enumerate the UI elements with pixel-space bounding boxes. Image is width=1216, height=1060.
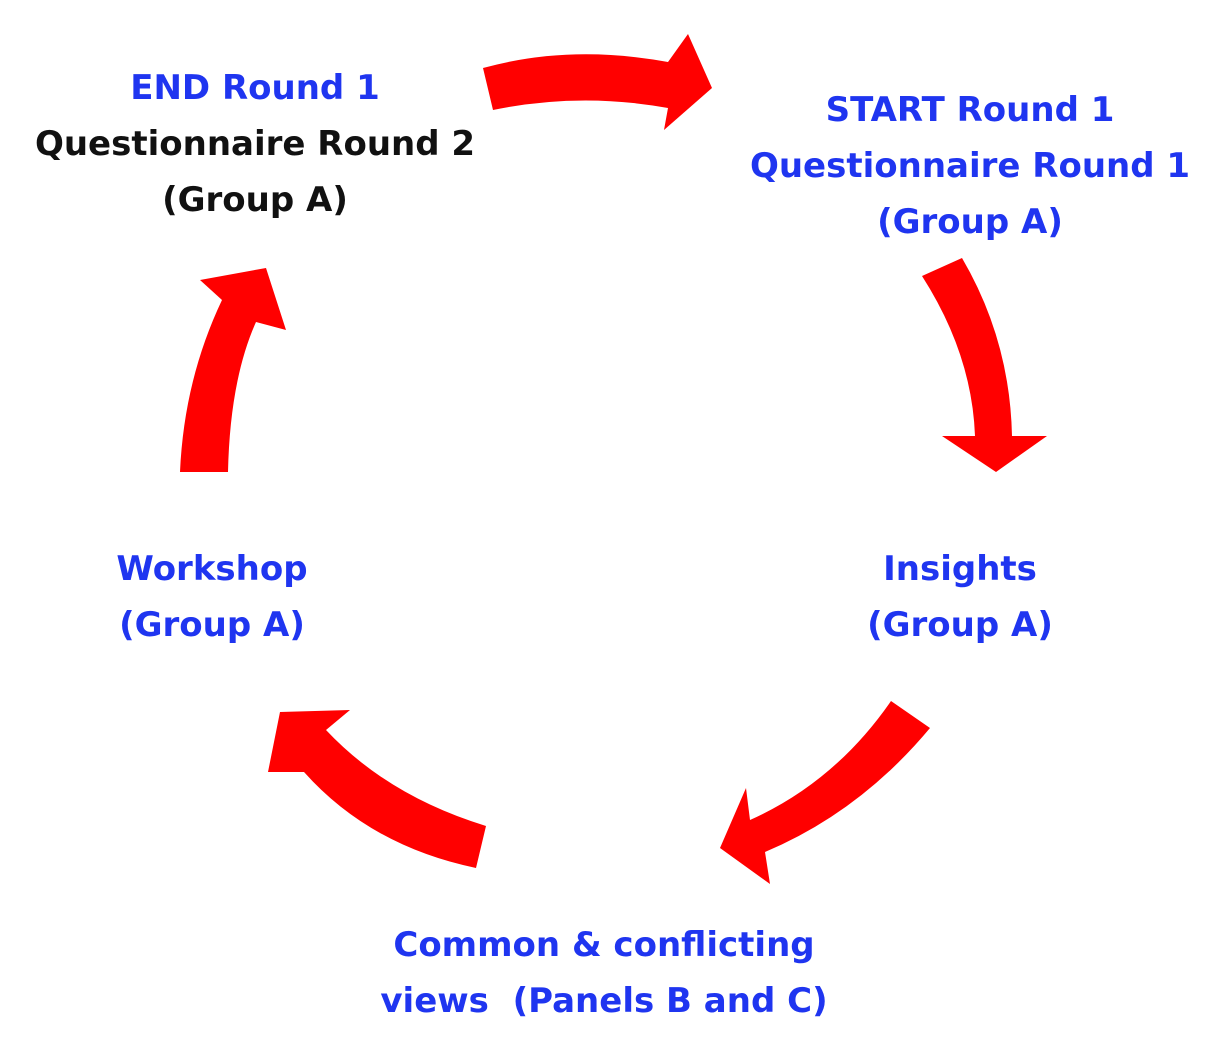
node-end-group: (Group A) (162, 180, 348, 220)
node-end-questionnaire: Questionnaire Round 2 (34, 124, 476, 164)
node-end-title: END Round 1 (130, 68, 380, 108)
node-start-title: START Round 1 (825, 90, 1115, 130)
node-workshop-group: (Group A) (119, 605, 305, 645)
node-end-round-1: END Round 1 Questionnaire Round 2 (Group… (20, 60, 490, 228)
node-common-conflicting-views: Common & conflicting views (Panels B and… (300, 917, 908, 1029)
arrow-views-to-workshop (268, 710, 486, 868)
arrow-workshop-to-end (180, 268, 286, 472)
arrow-end-to-start (483, 34, 712, 130)
node-insights: Insights (Group A) (820, 541, 1100, 653)
node-start-round-1: START Round 1 Questionnaire Round 1 (Gro… (700, 82, 1216, 250)
node-workshop-title: Workshop (116, 549, 308, 589)
arrow-start-to-insights (922, 258, 1047, 472)
arrow-insights-to-views (720, 701, 930, 884)
node-insights-title: Insights (883, 549, 1037, 589)
node-start-group: (Group A) (877, 202, 1063, 242)
node-workshop: Workshop (Group A) (70, 541, 354, 653)
node-views-panels: views (Panels B and C) (380, 981, 828, 1021)
node-insights-group: (Group A) (867, 605, 1053, 645)
node-views-title: Common & conflicting (393, 925, 815, 965)
node-start-questionnaire: Questionnaire Round 1 (749, 146, 1191, 186)
